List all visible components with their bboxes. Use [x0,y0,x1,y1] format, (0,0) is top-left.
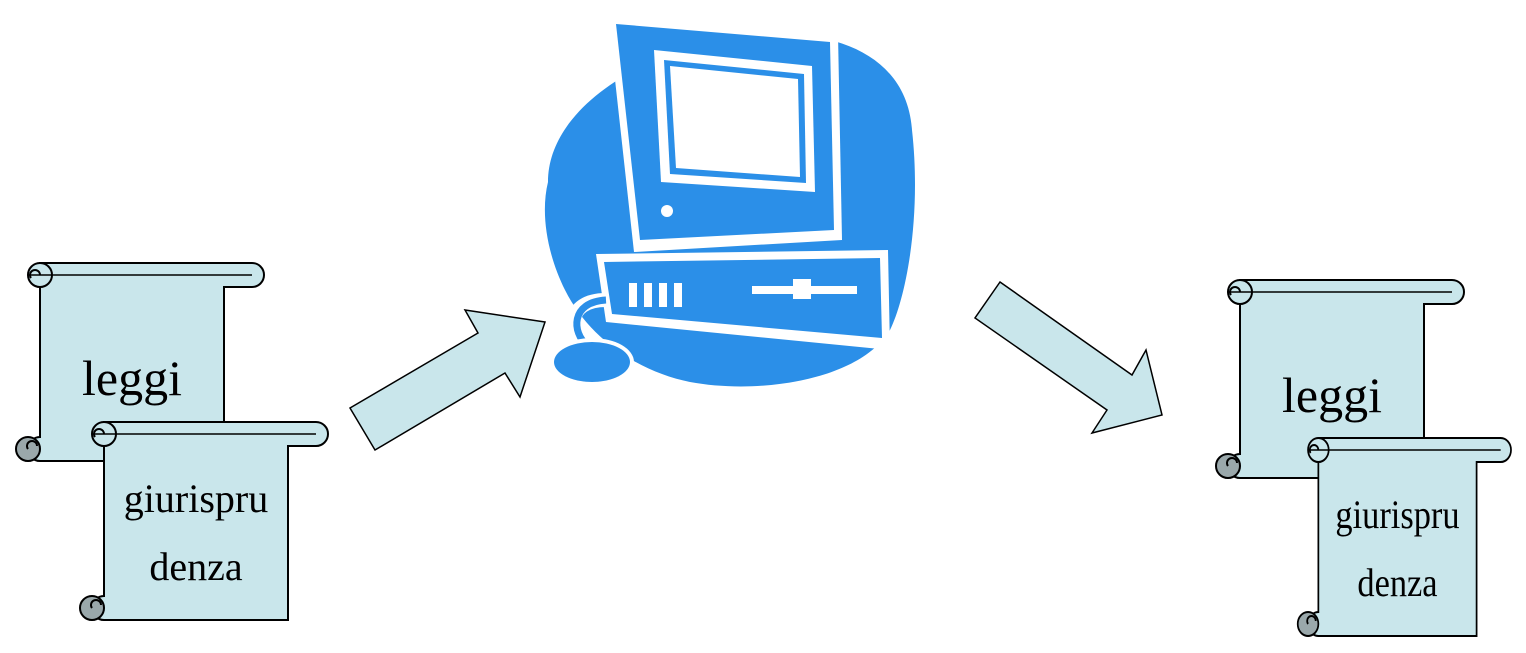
desktop-computer-icon [545,16,915,386]
right-document-group: leggi giurispru denza [1216,280,1511,636]
laws-scroll-label-right: leggi [1282,367,1382,423]
case-law-scroll-right: giurispru denza [1298,438,1511,636]
laws-scroll-label-left: leggi [82,350,182,406]
case-law-scroll-left: giurispru denza [80,422,328,620]
case-law-scroll-label-line1-right: giurispru [1335,494,1460,538]
case-law-scroll-label-line1-left: giurispru [124,476,268,521]
case-law-scroll-label-line2-right: denza [1357,562,1438,606]
arrow-up-right-icon [350,310,545,450]
case-law-scroll-label-line2-left: denza [149,544,243,589]
arrow-down-right-icon [975,282,1162,433]
left-document-group: leggi giurispru denza [16,263,328,620]
